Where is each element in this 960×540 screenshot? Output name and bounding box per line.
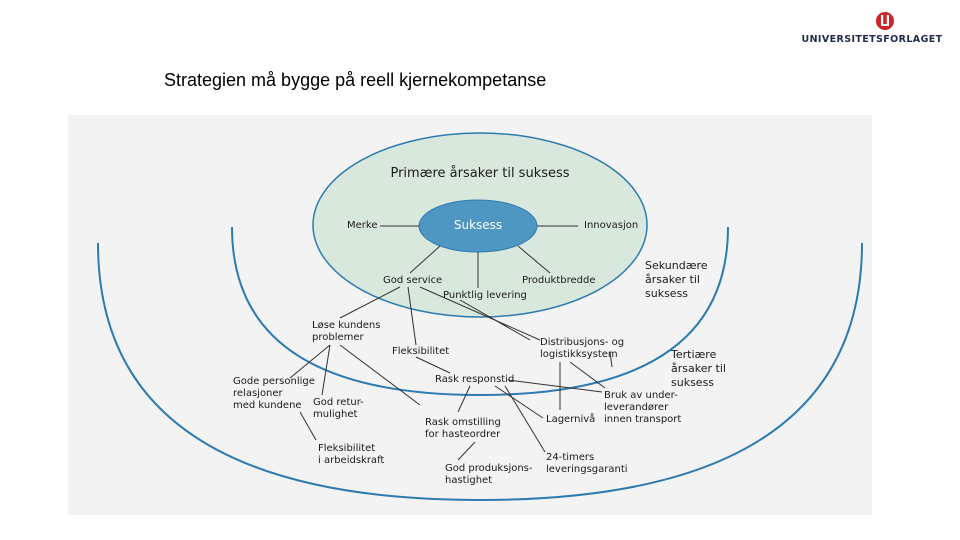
link-responstid-lagerniva: [494, 385, 544, 419]
link-responstid-garanti: [504, 385, 546, 453]
spoke-god-service: [409, 245, 441, 274]
secondary-ring-arc: [231, 226, 729, 397]
link-relasjoner-fleksibilitet-arbeid: [299, 411, 317, 441]
logo-wordmark: UNIVERSITETSFORLAGET: [801, 34, 943, 45]
link-service-lose-problemer: [339, 286, 401, 319]
link-responstid-underleverandor: [507, 379, 603, 393]
factor-punktlig-levering: Punktlig levering: [443, 290, 527, 301]
item-lagerniva: Lagernivå: [546, 414, 596, 425]
link-distribusjon-underleverandor: [569, 361, 606, 389]
link-problemer-omstilling: [339, 344, 421, 406]
center-label-suksess: Suksess: [453, 218, 503, 232]
secondary-ring-label: Sekundære årsaker til suksess: [645, 259, 708, 300]
link-produktbredde-lagerniva: [609, 351, 613, 368]
item-rask-responstid: Rask responstid: [435, 374, 515, 385]
logo-emblem-icon: [876, 12, 894, 30]
link-fleksibilitet-responstid: [415, 356, 451, 374]
primary-title: Primære årsaker til suksess: [390, 166, 570, 181]
spoke-produktbredde: [517, 245, 551, 274]
item-gode-personlige-relasjoner: Gode personlige relasjoner med kundene: [233, 376, 315, 411]
item-god-returmulighet: God retur- mulighet: [313, 397, 364, 420]
item-rask-omstilling: Rask omstilling for hasteordrer: [425, 417, 501, 440]
link-responstid-omstilling: [457, 385, 471, 413]
item-distribusjons-og-logistikksystem: Distribusjons- og logistikksystem: [540, 337, 625, 360]
item-fleksibilitet-arbeidskraft: Fleksibilitet i arbeidskraft: [318, 443, 385, 466]
item-leveringsgaranti: 24-timers leveringsgaranti: [546, 452, 628, 475]
link-punktlig-rask-responstid: [459, 299, 531, 341]
link-omstilling-produksjon: [457, 441, 476, 461]
link-problemer-retur: [321, 344, 331, 396]
universitetsforlaget-logo: UNIVERSITETSFORLAGET: [797, 10, 947, 50]
factor-god-service: God service: [383, 275, 443, 286]
factor-merke: Merke: [347, 220, 378, 231]
link-service-distribusjon: [419, 286, 541, 341]
item-fleksibilitet: Fleksibilitet: [392, 346, 450, 357]
item-bruk-av-underleverandorer: Bruk av under- leverandører innen transp…: [604, 390, 682, 425]
item-lose-kundens-problemer: Løse kundens problemer: [312, 320, 381, 343]
factor-innovasjon: Innovasjon: [584, 220, 639, 231]
link-service-fleksibilitet: [407, 286, 417, 346]
link-problemer-relasjoner: [289, 344, 331, 379]
tertiary-ring-arc: [97, 242, 863, 502]
item-god-produksjonshastighet: God produksjons- hastighet: [445, 463, 533, 486]
tertiary-ring-label: Tertiære årsaker til suksess: [671, 348, 726, 389]
factor-produktbredde: Produktbredde: [522, 275, 596, 286]
slide-title: Strategien må bygge på reell kjernekompe…: [164, 70, 547, 90]
